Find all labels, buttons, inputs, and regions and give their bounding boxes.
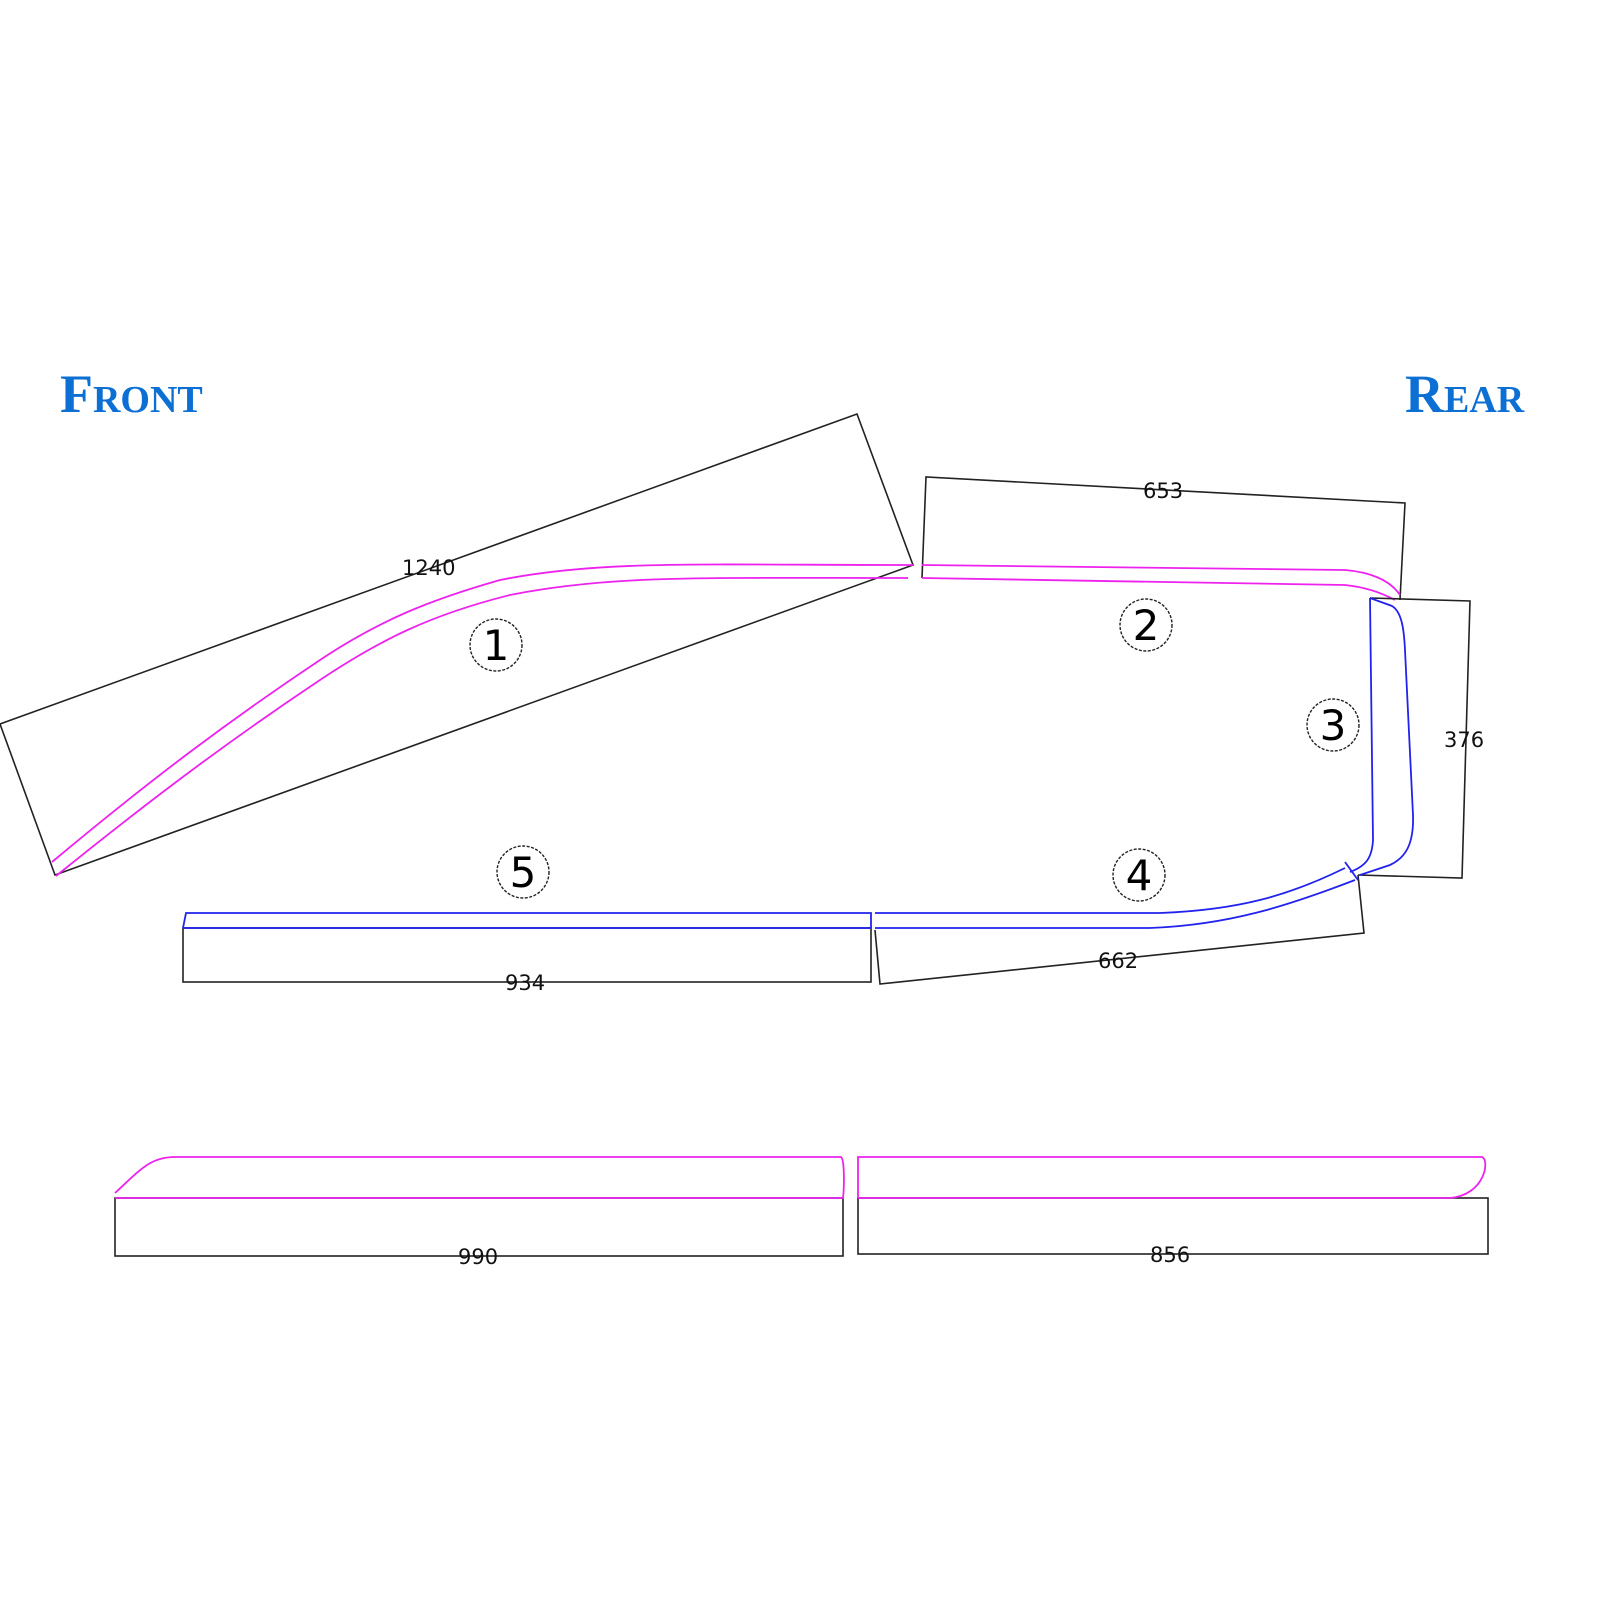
svg-text:2: 2 <box>1133 601 1160 650</box>
piece-bottom-right: 856 <box>857 1156 1489 1267</box>
dimension-662: 662 <box>1098 949 1138 973</box>
svg-text:3: 3 <box>1320 701 1347 750</box>
svg-text:1: 1 <box>483 621 510 670</box>
front-label: Front <box>60 364 203 424</box>
piece-2: 653 <box>921 476 1406 601</box>
part-number-1: 1 <box>469 618 523 672</box>
piece-1: 1240 <box>0 412 915 877</box>
part-number-5: 5 <box>496 845 550 899</box>
dimension-934: 934 <box>505 971 545 995</box>
svg-text:5: 5 <box>510 848 537 897</box>
part-number-2: 2 <box>1119 598 1173 652</box>
rear-label: Rear <box>1405 364 1525 424</box>
piece-5: 934 <box>182 912 872 995</box>
part-number-4: 4 <box>1112 848 1166 902</box>
piece-3: 376 <box>1349 597 1484 879</box>
dimension-856: 856 <box>1150 1243 1190 1267</box>
dimension-376: 376 <box>1444 728 1484 752</box>
piece-4: 662 <box>874 861 1365 985</box>
svg-text:4: 4 <box>1126 851 1153 900</box>
dimension-653: 653 <box>1143 479 1183 503</box>
piece-bottom-left: 990 <box>114 1156 845 1269</box>
part-number-3: 3 <box>1306 698 1360 752</box>
dimension-990: 990 <box>458 1245 498 1269</box>
dimension-1240: 1240 <box>402 556 455 580</box>
